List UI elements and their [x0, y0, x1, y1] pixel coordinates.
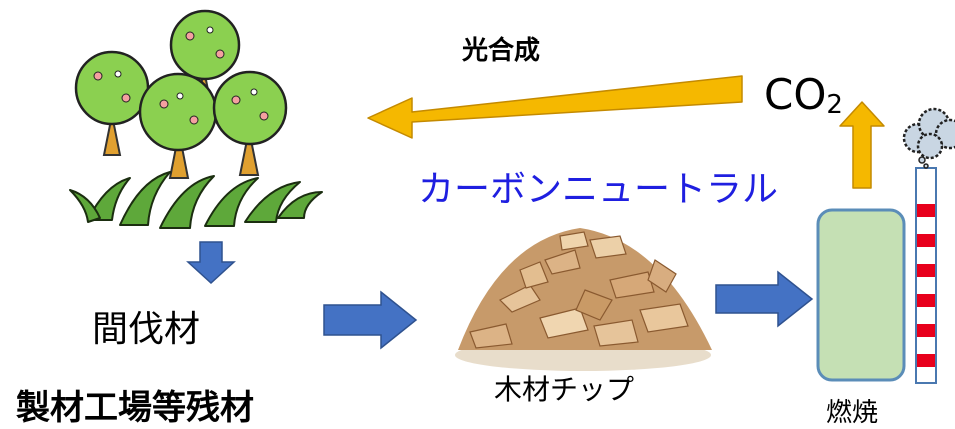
- mill-residue-label: 製材工場等残材: [16, 388, 254, 428]
- wood-chips-illustration: [455, 228, 712, 371]
- forest-illustration: [69, 9, 323, 229]
- co2-text: CO: [764, 70, 827, 119]
- co2-subscript: 2: [826, 90, 843, 120]
- carbon-neutral-label: カーボンニュートラル: [418, 169, 779, 210]
- right-arrow-to-chips: [323, 290, 418, 350]
- right-arrow-to-boiler: [715, 270, 814, 328]
- co2-up-arrow: [839, 101, 885, 189]
- combustion-label: 燃焼: [826, 398, 879, 428]
- chimney: [915, 167, 937, 384]
- wood-chips-label: 木材チップ: [494, 373, 635, 406]
- boiler-furnace: [816, 208, 906, 382]
- smoke-cloud: [902, 107, 955, 169]
- down-arrow: [186, 241, 236, 285]
- photosynthesis-label: 光合成: [462, 36, 541, 66]
- thinned-wood-label: 間伐材: [92, 309, 201, 350]
- photosynthesis-arrow: [367, 75, 743, 139]
- co2-label: CO2: [764, 70, 843, 120]
